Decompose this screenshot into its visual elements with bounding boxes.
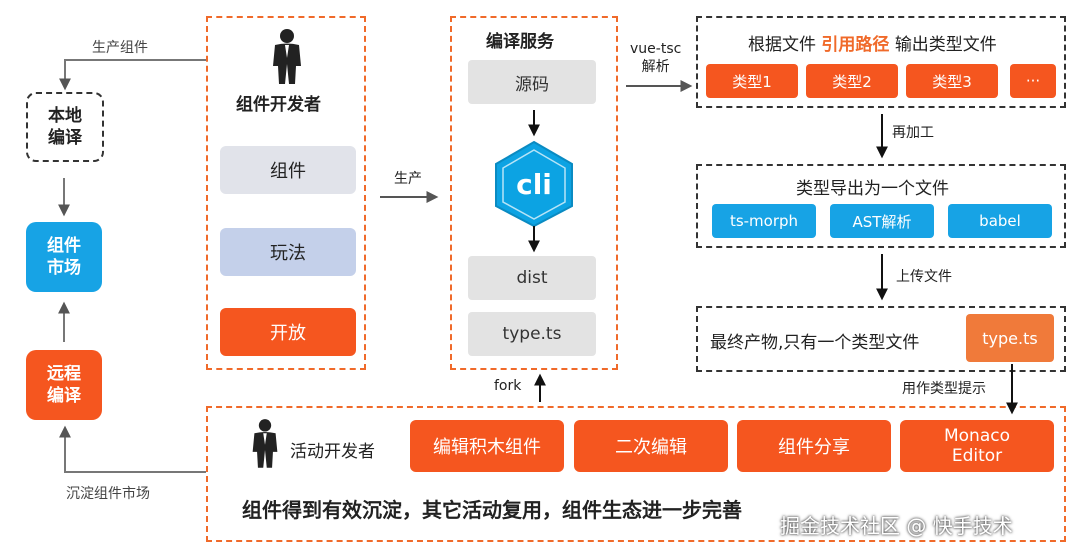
type-item-3: 类型3 — [906, 64, 998, 98]
compile-types: type.ts — [468, 312, 596, 356]
upload-label: 上传文件 — [896, 269, 952, 285]
action-secondary-edit: 二次编辑 — [574, 420, 728, 472]
arrow-deposit-market — [59, 425, 206, 473]
produce-component-label: 生产组件 — [92, 40, 148, 56]
action-monaco: Monaco Editor — [900, 420, 1054, 472]
activity-panel — [206, 406, 1066, 542]
produce-label: 生产 — [394, 171, 422, 187]
developer-item-gameplay: 玩法 — [220, 228, 356, 276]
final-box — [696, 306, 1066, 372]
component-market-node: 组件 市场 — [26, 222, 102, 292]
fork-label: fork — [494, 378, 522, 394]
developer-panel — [206, 16, 366, 370]
developer-title: 组件开发者 — [236, 95, 321, 115]
watermark: 掘金技术社区 @ 快手技术 — [780, 514, 1013, 538]
arrow-produce-component — [59, 59, 206, 91]
types-title-prefix: 根据文件 — [748, 35, 816, 55]
person-icon — [270, 28, 304, 84]
activity-summary: 组件得到有效沉淀，其它活动复用，组件生态进一步完善 — [242, 498, 742, 522]
types-title-highlight: 引用路径 — [821, 35, 890, 55]
action-edit-blocks: 编辑积木组件 — [410, 420, 564, 472]
types-box-title: 根据文件 引用路径 输出类型文件 — [748, 30, 997, 55]
types-title-suffix: 输出类型文件 — [894, 35, 997, 55]
action-share: 组件分享 — [737, 420, 891, 472]
tool-ast: AST解析 — [830, 204, 934, 238]
reprocess-label: 再加工 — [892, 125, 934, 141]
tool-babel: babel — [948, 204, 1052, 238]
compile-dist: dist — [468, 256, 596, 300]
developer-item-open: 开放 — [220, 308, 356, 356]
type-item-1: 类型1 — [706, 64, 798, 98]
final-file: type.ts — [966, 314, 1054, 362]
hint-label: 用作类型提示 — [902, 381, 986, 397]
deposit-market-label: 沉淀组件市场 — [66, 486, 150, 502]
compile-source: 源码 — [468, 60, 596, 104]
types-box — [696, 16, 1066, 108]
tool-ts-morph: ts-morph — [712, 204, 816, 238]
export-box — [696, 164, 1066, 248]
activity-dev-label: 活动开发者 — [290, 442, 375, 462]
local-compile-node: 本地 编译 — [26, 92, 104, 162]
compile-panel — [450, 16, 618, 370]
compile-title: 编译服务 — [486, 32, 554, 52]
export-title: 类型导出为一个文件 — [796, 179, 949, 199]
final-text: 最终产物,只有一个类型文件 — [710, 333, 920, 353]
activity-person-icon — [250, 418, 280, 468]
developer-item-component: 组件 — [220, 146, 356, 194]
remote-compile-node: 远程 编译 — [26, 350, 102, 420]
cli-label: cli — [516, 167, 552, 201]
type-item-more: ··· — [1010, 64, 1056, 98]
type-item-2: 类型2 — [806, 64, 898, 98]
vue-tsc-label: vue-tsc 解析 — [630, 41, 682, 76]
